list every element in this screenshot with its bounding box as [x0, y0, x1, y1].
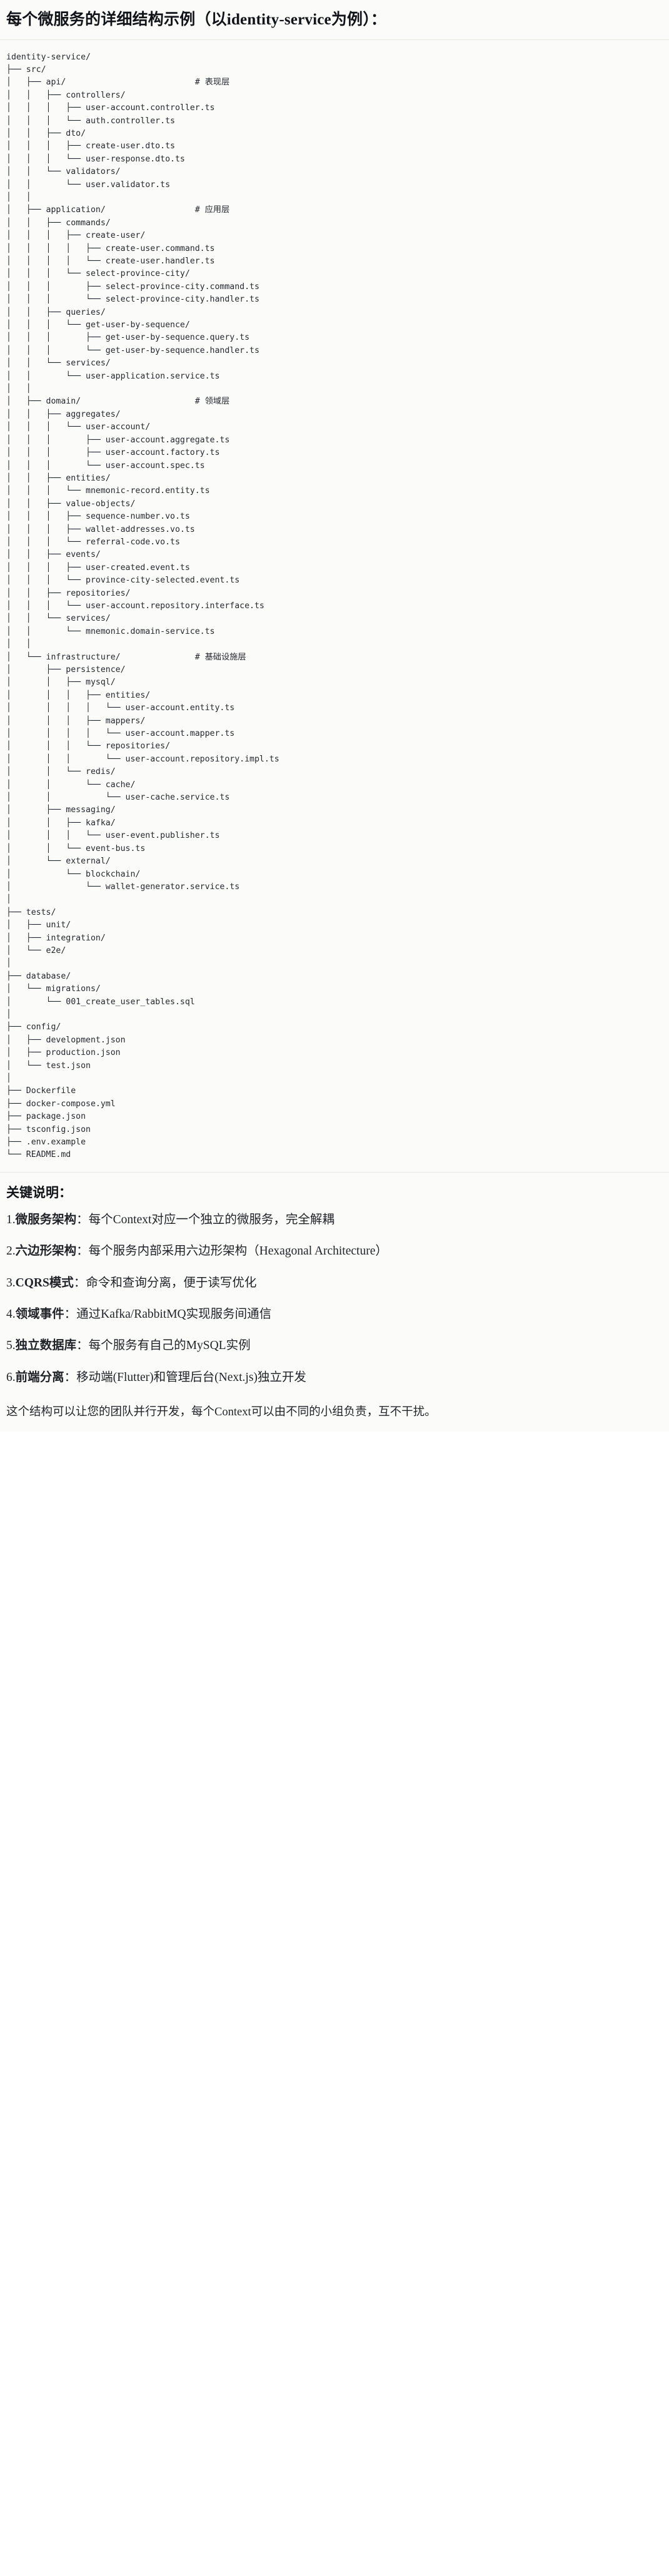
key-point-number: 6. [6, 1370, 16, 1384]
key-point-term: 六边形架构 [15, 1245, 77, 1258]
key-point-description: ：通过Kafka/RabbitMQ实现服务间通信 [64, 1307, 272, 1321]
closing-paragraph: 这个结构可以让您的团队并行开发，每个Context可以由不同的小组负责，互不干扰… [0, 1402, 669, 1432]
key-points-heading: 关键说明： [6, 1184, 72, 1200]
key-points-section: 关键说明： 1.微服务架构：每个Context对应一个独立的微服务，完全解耦 2.… [0, 1171, 669, 1403]
key-point-item: 5.独立数据库：每个服务有自己的MySQL实例 [6, 1337, 663, 1355]
directory-tree-block: identity-service/ ├── src/ │ ├── api/ # … [0, 39, 669, 1172]
key-point-term: CQRS模式 [15, 1276, 74, 1290]
key-point-description: ：命令和查询分离，便于读写优化 [73, 1276, 257, 1290]
key-point-number: 1. [6, 1213, 16, 1227]
key-point-item: 1.微服务架构：每个Context对应一个独立的微服务，完全解耦 [6, 1211, 663, 1229]
key-point-item: 6.前端分离：移动端(Flutter)和管理后台(Next.js)独立开发 [6, 1369, 663, 1387]
key-point-description: ：每个服务内部采用六边形架构（Hexagonal Architecture） [76, 1245, 388, 1258]
key-point-item: 3.CQRS模式：命令和查询分离，便于读写优化 [6, 1275, 663, 1292]
title-bar: 每个微服务的详细结构示例（以identity-service为例）： [0, 0, 669, 40]
page-root: 每个微服务的详细结构示例（以identity-service为例）： ident… [0, 0, 669, 1432]
key-point-item: 4.领域事件：通过Kafka/RabbitMQ实现服务间通信 [6, 1306, 663, 1323]
key-point-description: ：移动端(Flutter)和管理后台(Next.js)独立开发 [64, 1370, 306, 1384]
key-point-item: 2.六边形架构：每个服务内部采用六边形架构（Hexagonal Architec… [6, 1243, 663, 1260]
key-point-description: ：每个Context对应一个独立的微服务，完全解耦 [76, 1213, 334, 1227]
directory-tree: identity-service/ ├── src/ │ ├── api/ # … [6, 52, 279, 1160]
key-point-term: 领域事件 [15, 1307, 64, 1321]
key-point-term: 前端分离 [15, 1370, 64, 1384]
key-point-number: 2. [6, 1245, 16, 1258]
key-point-number: 4. [6, 1307, 16, 1321]
key-point-term: 微服务架构 [15, 1213, 77, 1227]
page-title: 每个微服务的详细结构示例（以identity-service为例）： [6, 11, 387, 28]
key-point-number: 3. [6, 1276, 16, 1290]
key-point-term: 独立数据库 [15, 1339, 77, 1353]
key-point-number: 5. [6, 1339, 16, 1353]
key-point-description: ：每个服务有自己的MySQL实例 [76, 1339, 251, 1353]
